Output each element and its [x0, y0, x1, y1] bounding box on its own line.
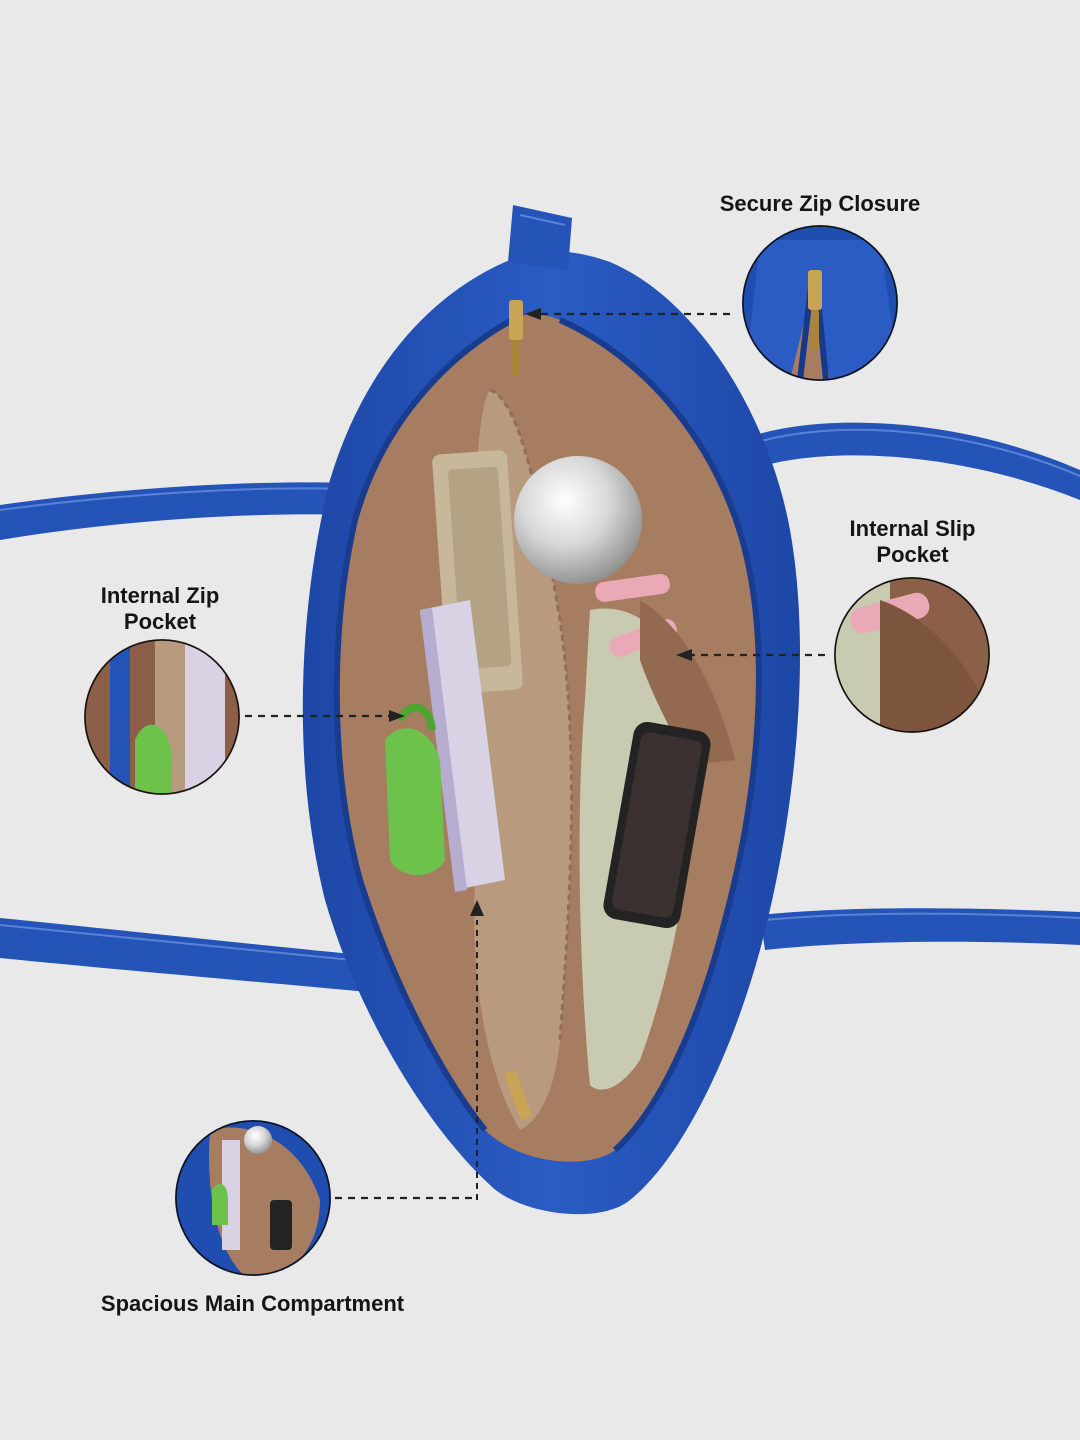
callout-internal-zip-pocket: Internal Zip Pocket [100, 583, 220, 634]
zoom-circle-internal-slip [834, 577, 990, 733]
callout-secure-zip-closure: Secure Zip Closure [719, 191, 921, 216]
zoom-circle-secure-zip [742, 225, 898, 381]
zoom-circle-main-compartment [175, 1120, 331, 1276]
zoom-circle-internal-zip [84, 639, 240, 795]
right-handles [740, 422, 1080, 950]
bag-contents [385, 388, 735, 1200]
callout-internal-slip-pocket: Internal Slip Pocket [849, 516, 976, 567]
callout-spacious-main-compartment: Spacious Main Compartment [100, 1291, 405, 1316]
callout-connectors [245, 312, 825, 1200]
left-handles [0, 482, 373, 992]
